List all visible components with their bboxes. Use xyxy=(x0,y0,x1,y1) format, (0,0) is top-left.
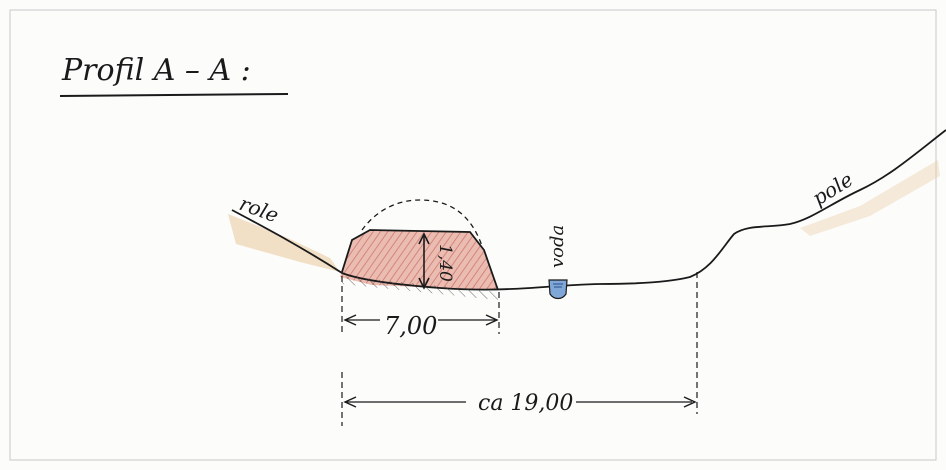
left-field-tint xyxy=(228,214,340,272)
right-field-tint xyxy=(800,160,940,236)
terrain-line xyxy=(231,129,946,291)
height-arrow-bottom xyxy=(418,277,430,290)
mound-outline xyxy=(341,229,499,291)
width-total-label: ca 19,00 xyxy=(478,391,573,416)
original-crown-dashed xyxy=(361,199,483,247)
water-label: voda xyxy=(547,225,568,268)
height-label: 1,40 xyxy=(435,244,455,282)
base-hatch xyxy=(342,276,498,300)
dim-arrow-total-left xyxy=(343,396,357,408)
height-arrow-top xyxy=(418,232,430,245)
sheet-frame xyxy=(9,9,937,461)
width-small-label: 7,00 xyxy=(384,312,437,340)
dim-arrow-small-left xyxy=(343,314,357,326)
water-marker xyxy=(548,279,568,300)
profile-title: Profil A – A : xyxy=(61,53,251,88)
dim-arrow-total-right xyxy=(683,396,697,408)
dim-arrow-small-right xyxy=(485,314,499,326)
title-underline xyxy=(59,93,289,97)
mound-hatch xyxy=(340,230,498,290)
